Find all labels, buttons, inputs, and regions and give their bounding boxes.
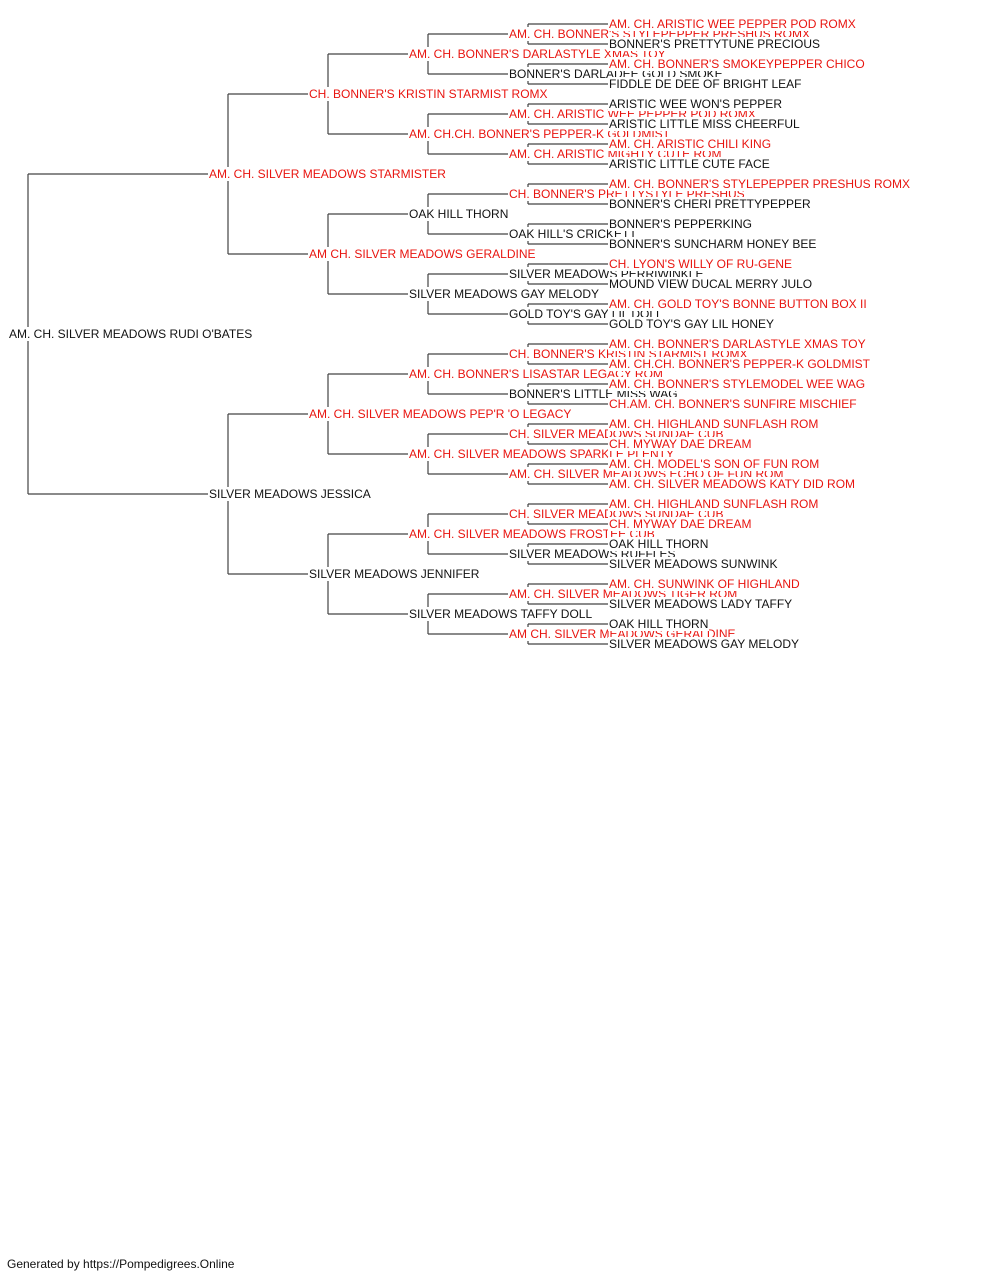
ancestor-name: SILVER MEADOWS LADY TAFFY — [608, 597, 794, 611]
ancestor-name: SILVER MEADOWS GAY MELODY — [408, 287, 601, 301]
ancestor-name: AM CH. SILVER MEADOWS GERALDINE — [308, 247, 537, 261]
ancestor-name: SILVER MEADOWS SUNWINK — [608, 557, 779, 571]
ancestor-name: AM. CH. BONNER'S STYLEPEPPER PRESHUS ROM… — [608, 177, 912, 191]
ancestor-name: ARISTIC LITTLE CUTE FACE — [608, 157, 771, 171]
ancestor-name: BONNER'S CHERI PRETTYPEPPER — [608, 197, 812, 211]
ancestor-name: BONNER'S PEPPERKING — [608, 217, 753, 231]
ancestor-name: OAK HILL THORN — [608, 617, 710, 631]
ancestor-name: SILVER MEADOWS TAFFY DOLL — [408, 607, 594, 621]
ancestor-name: MOUND VIEW DUCAL MERRY JULO — [608, 277, 814, 291]
ancestor-name: ARISTIC WEE WON'S PEPPER — [608, 97, 783, 111]
ancestor-name: CH. LYON'S WILLY OF RU-GENE — [608, 257, 793, 271]
ancestor-name: AM. CH. SUNWINK OF HIGHLAND — [608, 577, 801, 591]
ancestor-name: SILVER MEADOWS GAY MELODY — [608, 637, 801, 651]
ancestor-name: CH.AM. CH. BONNER'S SUNFIRE MISCHIEF — [608, 397, 858, 411]
ancestor-name: AM. CH. SILVER MEADOWS STARMISTER — [208, 167, 447, 181]
ancestor-name: AM. CH. BONNER'S LISASTAR LEGACY ROM — [408, 367, 664, 381]
ancestor-name: AM. CH. HIGHLAND SUNFLASH ROM — [608, 497, 820, 511]
ancestor-name: AM. CH. HIGHLAND SUNFLASH ROM — [608, 417, 820, 431]
ancestor-name: OAK HILL THORN — [608, 537, 710, 551]
ancestor-name: BONNER'S SUNCHARM HONEY BEE — [608, 237, 818, 251]
ancestor-name: ARISTIC LITTLE MISS CHEERFUL — [608, 117, 801, 131]
ancestor-name: BONNER'S PRETTYTUNE PRECIOUS — [608, 37, 821, 51]
ancestor-name: AM. CH. BONNER'S DARLASTYLE XMAS TOY — [408, 47, 667, 61]
ancestor-name: AM. CH. BONNER'S STYLEMODEL WEE WAG — [608, 377, 867, 391]
ancestor-name: CH. MYWAY DAE DREAM — [608, 517, 753, 531]
ancestor-name: SILVER MEADOWS JESSICA — [208, 487, 372, 501]
ancestor-name: OAK HILL THORN — [408, 207, 510, 221]
ancestor-name: AM. CH. SILVER MEADOWS FROSTEE CUB — [408, 527, 656, 541]
ancestor-name: AM. CH. SILVER MEADOWS PEP'R 'O LEGACY — [308, 407, 573, 421]
ancestor-name: GOLD TOY'S GAY LIL HONEY — [608, 317, 776, 331]
ancestor-name: AM. CH.CH. BONNER'S PEPPER-K GOLDMIST — [608, 357, 871, 371]
ancestor-name: CH. MYWAY DAE DREAM — [608, 437, 753, 451]
ancestor-name: AM. CH. BONNER'S DARLASTYLE XMAS TOY — [608, 337, 867, 351]
ancestor-name: AM. CH.CH. BONNER'S PEPPER-K GOLDMIST — [408, 127, 671, 141]
ancestor-name: AM. CH. BONNER'S SMOKEYPEPPER CHICO — [608, 57, 866, 71]
ancestor-name: AM. CH. MODEL'S SON OF FUN ROM — [608, 457, 821, 471]
ancestor-name: FIDDLE DE DEE OF BRIGHT LEAF — [608, 77, 803, 91]
ancestor-name: CH. BONNER'S KRISTIN STARMIST ROMX — [308, 87, 549, 101]
ancestor-name: OAK HILL'S CRICKETT — [508, 227, 638, 241]
ancestor-name: AM. CH. GOLD TOY'S BONNE BUTTON BOX II — [608, 297, 868, 311]
ancestor-name: SILVER MEADOWS JENNIFER — [308, 567, 481, 581]
footer-credit: Generated by https://Pompedigrees.Online — [7, 1257, 235, 1271]
subject-dog-name: AM. CH. SILVER MEADOWS RUDI O'BATES — [8, 327, 254, 341]
ancestor-name: AM. CH. ARISTIC WEE PEPPER POD ROMX — [608, 17, 857, 31]
ancestor-name: AM. CH. SILVER MEADOWS KATY DID ROM — [608, 477, 857, 491]
ancestor-name: AM. CH. ARISTIC CHILI KING — [608, 137, 773, 151]
